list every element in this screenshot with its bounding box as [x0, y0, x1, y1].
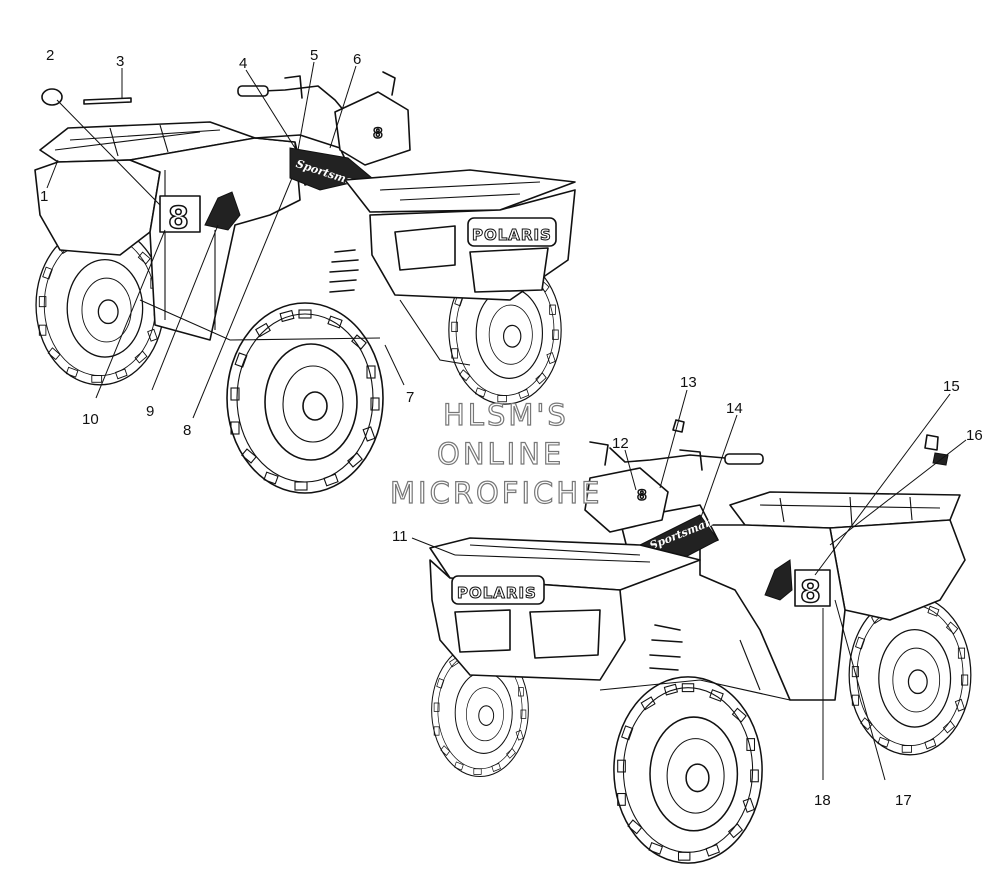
callout-4: 4 [239, 55, 247, 72]
number-plate-decal [159, 195, 201, 233]
strip-decal-3 [83, 97, 132, 105]
watermark-line-3: MICROFICHE [390, 476, 602, 510]
callout-3: 3 [116, 53, 124, 70]
callout-10: 10 [82, 411, 99, 428]
callout-15: 15 [943, 378, 960, 395]
pod-number-text: 8 [373, 126, 383, 142]
callout-17: 17 [895, 792, 912, 809]
side-flame-decal [204, 191, 241, 231]
callout-labels: 1 2 3 4 5 6 7 8 9 10 11 12 13 14 15 16 1… [40, 47, 983, 809]
callout-1: 1 [40, 188, 48, 205]
leader-lines [46, 61, 967, 781]
small-decal-15 [924, 434, 939, 451]
callout-9: 9 [146, 403, 154, 420]
side-flame-decal-2 [764, 559, 793, 601]
atv-front-view: 8 Sportsman 8 POLARIS [429, 441, 972, 864]
callout-6: 6 [353, 51, 361, 68]
callout-2: 2 [46, 47, 54, 64]
callout-12: 12 [612, 435, 629, 452]
front-brand-text: POLARIS [472, 226, 552, 244]
callout-18: 18 [814, 792, 831, 809]
callout-14: 14 [726, 400, 743, 417]
callout-13: 13 [680, 374, 697, 391]
callout-7: 7 [406, 389, 414, 406]
callout-8: 8 [183, 422, 191, 439]
watermark: HLSM'S ONLINE MICROFICHE [389, 397, 602, 510]
callout-5: 5 [310, 47, 318, 64]
callout-11: 11 [392, 528, 408, 545]
pod-number-text-2: 8 [637, 488, 647, 504]
round-decal-2 [41, 88, 63, 106]
front-brand-text-2: POLARIS [457, 584, 537, 602]
watermark-line-1: HLSM'S [443, 398, 569, 432]
side-number-text: 8 [800, 575, 821, 610]
atv-rear-view: 8 Sportsman 8 POLARIS [34, 71, 576, 494]
callout-16: 16 [966, 427, 983, 444]
watermark-line-2: ONLINE [437, 437, 564, 471]
number-decal-text: 8 [168, 201, 189, 236]
